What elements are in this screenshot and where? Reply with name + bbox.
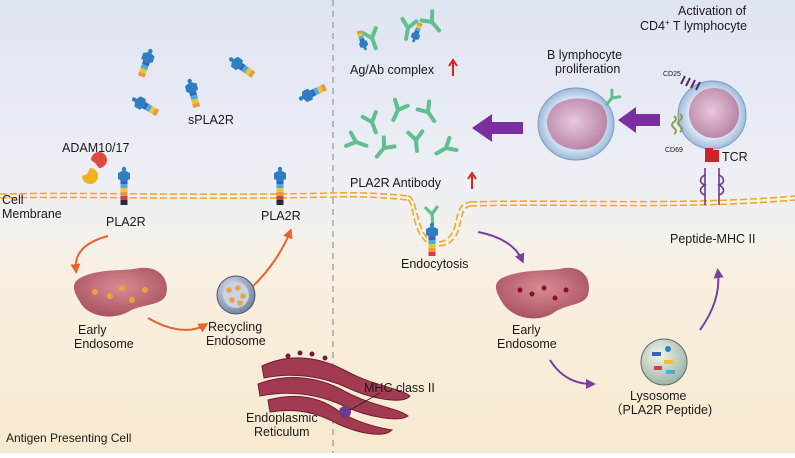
label-endocytosis: Endocytosis <box>401 257 468 271</box>
label-pla2r-right: PLA2R <box>261 209 301 223</box>
early-endosome-left <box>73 267 167 317</box>
label-lysosome-1: Lysosome <box>630 389 687 403</box>
label-membrane: Membrane <box>2 207 62 221</box>
label-ag-ab-complex: Ag/Ab complex <box>350 63 435 77</box>
endoplasmic-reticulum <box>257 350 411 435</box>
label-pla2r-antibody: PLA2R Antibody <box>350 176 442 190</box>
label-b-lymph-1: B lymphocyte <box>547 48 622 62</box>
label-peptide-mhc: Peptide-MHC II <box>670 232 755 246</box>
label-early-endosome-right-1: Early <box>512 323 541 337</box>
pla2r-anchor-left <box>120 200 128 205</box>
label-recycling-endosome-2: Endosome <box>206 334 266 348</box>
label-activation-cd4: CD4 <box>640 19 665 33</box>
label-adam: ADAM10/17 <box>62 141 129 155</box>
tcr-icon <box>705 148 719 162</box>
block-arrow-left-icon <box>472 114 523 142</box>
label-er-1: Endoplasmic <box>246 411 318 425</box>
purple-arrows <box>477 231 724 389</box>
label-apc: Antigen Presenting Cell <box>6 431 131 445</box>
label-cd25: CD25 <box>663 71 681 78</box>
label-activation-line2: CD4+ T lymphocyte <box>640 18 747 33</box>
adam-enzyme-icon <box>82 152 107 184</box>
arrow-up-icon <box>448 58 458 76</box>
recycling-endosome <box>216 275 256 315</box>
lysosome <box>640 338 688 386</box>
label-activation-1: Activation of <box>678 4 747 18</box>
cell-membrane <box>0 191 795 247</box>
pla2r-anchor-right <box>276 200 284 205</box>
label-tcr: TCR <box>722 150 748 164</box>
label-activation-t: T lymphocyte <box>670 19 747 33</box>
label-mhc-class-ii: MHC class II <box>364 381 435 395</box>
label-er-2: Reticulum <box>254 425 310 439</box>
label-spla2r: sPLA2R <box>188 113 234 127</box>
label-activation-sup: + <box>665 18 670 27</box>
label-early-endosome-right-2: Endosome <box>497 337 557 351</box>
label-b-lymph-2: proliferation <box>555 62 620 76</box>
orange-arrows <box>70 228 293 333</box>
label-cd69: CD69 <box>665 147 683 154</box>
peptide-mhc-ii-icon <box>699 168 725 205</box>
cd69-receptor-icon <box>671 113 683 135</box>
label-early-endosome-left-2: Endosome <box>74 337 134 351</box>
label-recycling-endosome-1: Recycling <box>208 320 262 334</box>
t-lymphocyte <box>677 80 747 150</box>
arrow-up-icon <box>467 171 477 189</box>
label-cell: Cell <box>2 193 24 207</box>
block-arrow-left-icon <box>618 107 660 133</box>
mhc-class-ii-molecule <box>339 406 351 418</box>
early-endosome-right <box>495 267 589 319</box>
mhc-pointer <box>349 392 381 411</box>
b-lymphocyte <box>537 87 615 161</box>
label-lysosome-2: （PLA2R Peptide) <box>610 403 712 417</box>
label-pla2r-left: PLA2R <box>106 215 146 229</box>
label-early-endosome-left-1: Early <box>78 323 107 337</box>
cd25-receptor-icon <box>680 75 701 91</box>
